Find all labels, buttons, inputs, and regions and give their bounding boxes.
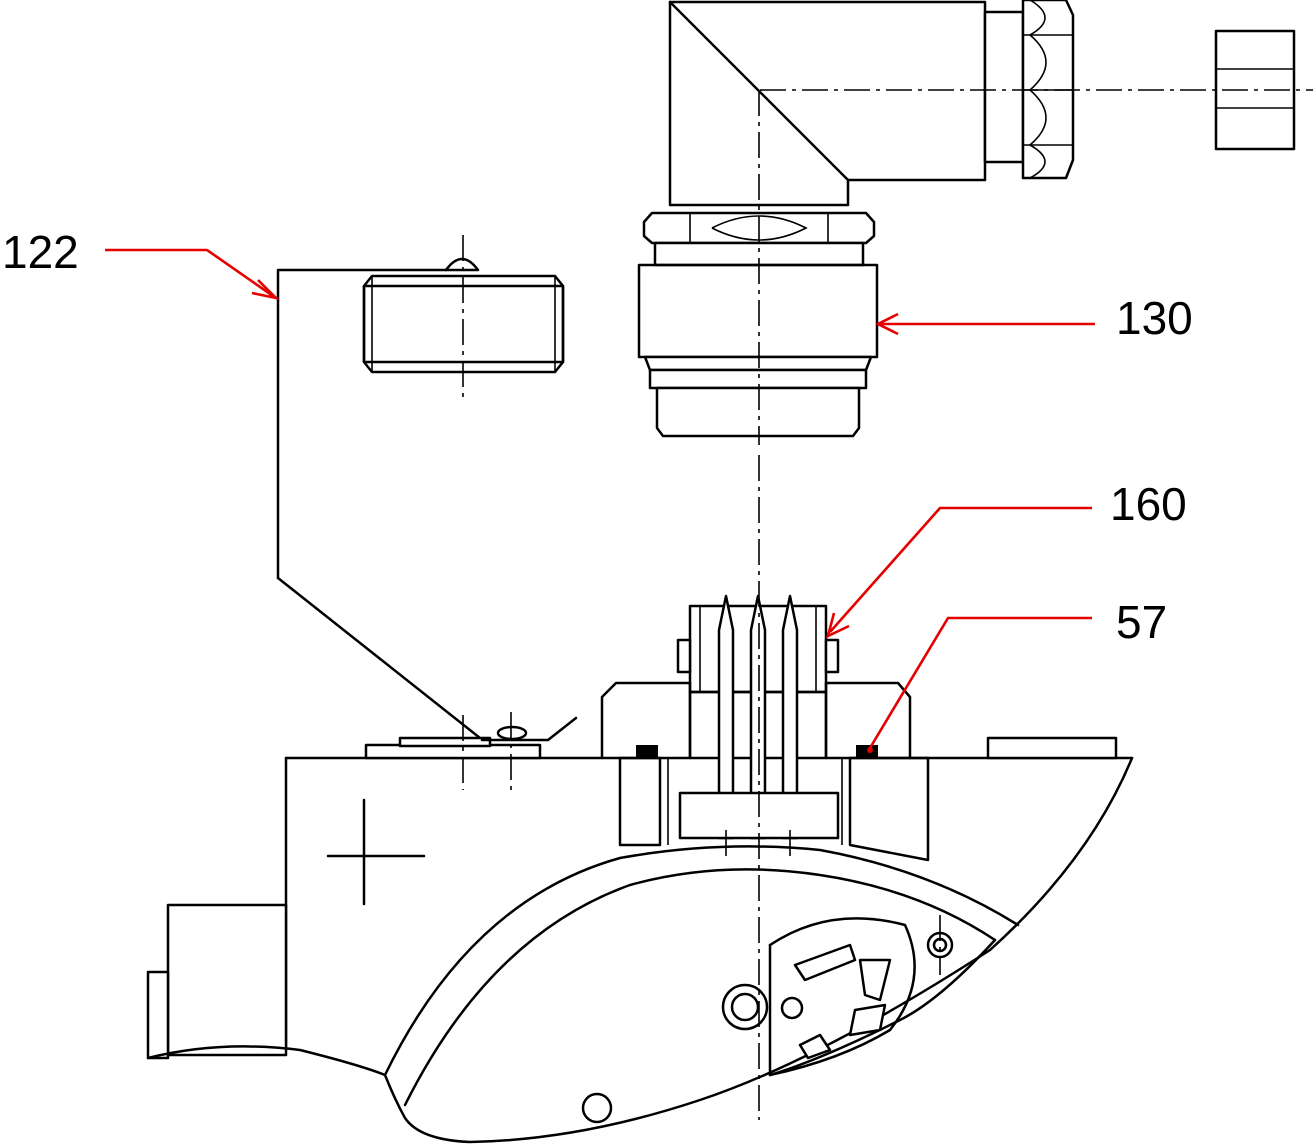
o-ring-seal-right	[856, 745, 878, 758]
leader-122	[105, 248, 274, 298]
housing-body	[146, 716, 1134, 1144]
leader-160	[829, 506, 1092, 633]
angled-connector-plug	[637, 0, 1296, 438]
o-ring-seal-left	[636, 745, 658, 758]
callout-122-label: 122	[2, 226, 79, 278]
rotor-detail	[768, 917, 916, 1077]
protective-cap	[276, 257, 565, 740]
callout-leaders	[105, 248, 1095, 749]
callout-130-label: 130	[1116, 292, 1193, 344]
callout-57-label: 57	[1116, 596, 1167, 648]
center-lines	[462, 89, 1313, 1120]
callout-160-label: 160	[1110, 478, 1187, 530]
callout-labels: 122 130 160 57	[2, 226, 1193, 648]
leader-57	[868, 616, 1092, 749]
